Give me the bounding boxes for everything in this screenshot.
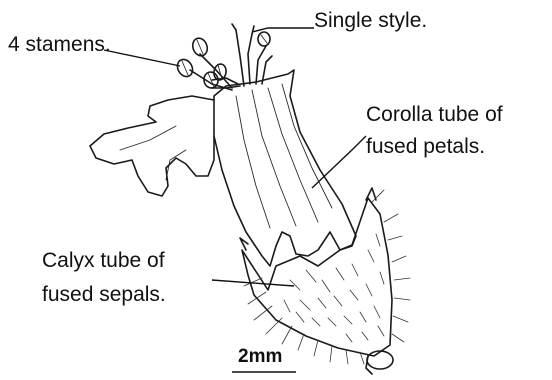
stamens-leader (104, 50, 180, 66)
calyx-leader (212, 280, 294, 286)
style (232, 24, 272, 86)
corolla-tube (214, 70, 356, 266)
label-corolla-line1: Corolla tube of (366, 102, 503, 127)
label-calyx-line1: Calyx tube of (42, 248, 165, 273)
stamens (174, 36, 240, 90)
label-style: Single style. (314, 8, 427, 33)
scale-bar-label: 2mm (238, 346, 282, 368)
label-stamens: 4 stamens. (8, 32, 111, 57)
corolla-leader (312, 136, 366, 188)
style-leader (252, 28, 314, 32)
label-calyx-line2: fused sepals. (42, 282, 166, 307)
calyx-hairs (244, 190, 410, 364)
label-corolla-line2: fused petals. (366, 134, 485, 159)
corolla-lobes (90, 96, 214, 196)
